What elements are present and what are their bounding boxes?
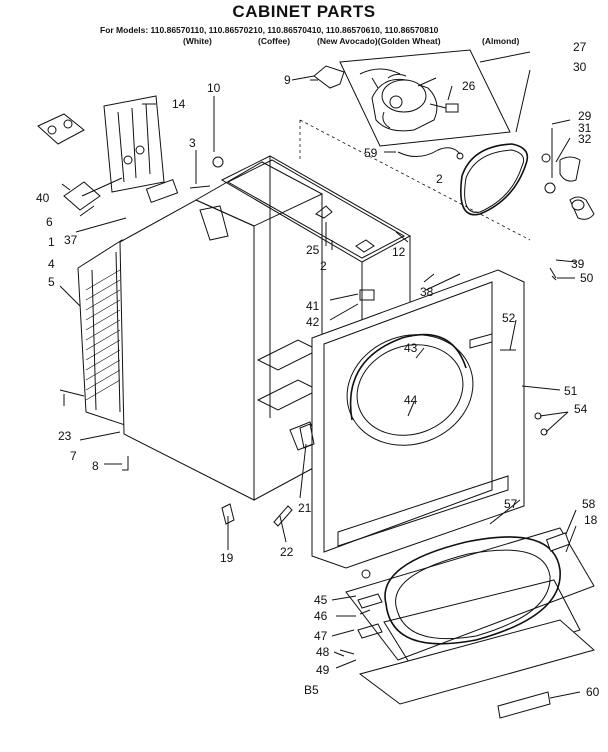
color-almond: (Almond)	[482, 36, 520, 46]
label-48: 48	[316, 645, 330, 659]
label-27: 27	[573, 40, 587, 54]
hinge-parts	[541, 128, 595, 281]
door-assembly	[339, 527, 596, 719]
label-25: 25	[306, 243, 320, 257]
label-43: 43	[404, 341, 418, 355]
label-40: 40	[36, 191, 50, 205]
label-51: 51	[564, 384, 578, 398]
label-50: 50	[580, 271, 594, 285]
label-59: 59	[364, 146, 378, 160]
label-14: 14	[172, 97, 186, 111]
diagram-title: CABINET PARTS	[232, 2, 376, 21]
label-23: 23	[58, 429, 72, 443]
label-44: 44	[404, 393, 418, 407]
label-21: 21	[298, 501, 312, 515]
label-41: 41	[306, 299, 320, 313]
label-54: 54	[574, 402, 588, 416]
label-4: 4	[48, 257, 55, 271]
label-29: 29	[578, 109, 592, 123]
label-60: 60	[586, 685, 600, 699]
label-19: 19	[220, 551, 234, 565]
label-6: 6	[46, 215, 53, 229]
label-57: 57	[504, 497, 518, 511]
label-37: 37	[64, 233, 78, 247]
label-39: 39	[571, 257, 585, 271]
label-10: 10	[207, 81, 221, 95]
label-5: 5	[48, 275, 55, 289]
color-avocado-wheat: (New Avocado)(Golden Wheat)	[317, 36, 441, 46]
color-coffee: (Coffee)	[258, 36, 291, 46]
label-30: 30	[573, 60, 587, 74]
label-45: 45	[314, 593, 328, 607]
label-2-motor: 2	[436, 172, 443, 186]
top-left-hardware	[37, 95, 224, 211]
label-12: 12	[392, 245, 406, 259]
wire-harness	[397, 147, 464, 160]
label-47: 47	[314, 629, 328, 643]
label-9: 9	[284, 73, 291, 87]
label-2-cabinet: 2	[320, 259, 327, 273]
leader-lines	[59, 51, 581, 699]
label-32: 32	[578, 132, 592, 146]
cabinet-body	[119, 161, 375, 501]
side-panel-left	[77, 239, 129, 427]
label-49: 49	[316, 663, 330, 677]
motor-assembly	[339, 49, 511, 147]
drive-belt	[460, 143, 529, 216]
label-7: 7	[70, 449, 77, 463]
label-18: 18	[584, 513, 598, 527]
label-1: 1	[48, 235, 55, 249]
color-white: (White)	[183, 36, 212, 46]
label-58: 58	[582, 497, 596, 511]
label-3: 3	[189, 136, 196, 150]
label-b5: B5	[304, 683, 319, 697]
label-52: 52	[502, 311, 516, 325]
models-line: For Models: 110.86570110, 110.86570210, …	[100, 25, 439, 35]
label-22: 22	[280, 545, 294, 559]
label-38: 38	[420, 285, 434, 299]
bracket-9	[310, 65, 345, 89]
front-panel	[311, 269, 525, 569]
label-46: 46	[314, 609, 328, 623]
cabinet-frame	[220, 119, 531, 418]
label-8: 8	[92, 459, 99, 473]
label-42: 42	[306, 315, 320, 329]
label-26: 26	[462, 79, 476, 93]
small-hardware	[59, 349, 548, 615]
label-31: 31	[578, 121, 592, 135]
part-labels: 14 10 3 9 27 30 26 59 2 29 31 32 39 50 1…	[36, 40, 600, 699]
